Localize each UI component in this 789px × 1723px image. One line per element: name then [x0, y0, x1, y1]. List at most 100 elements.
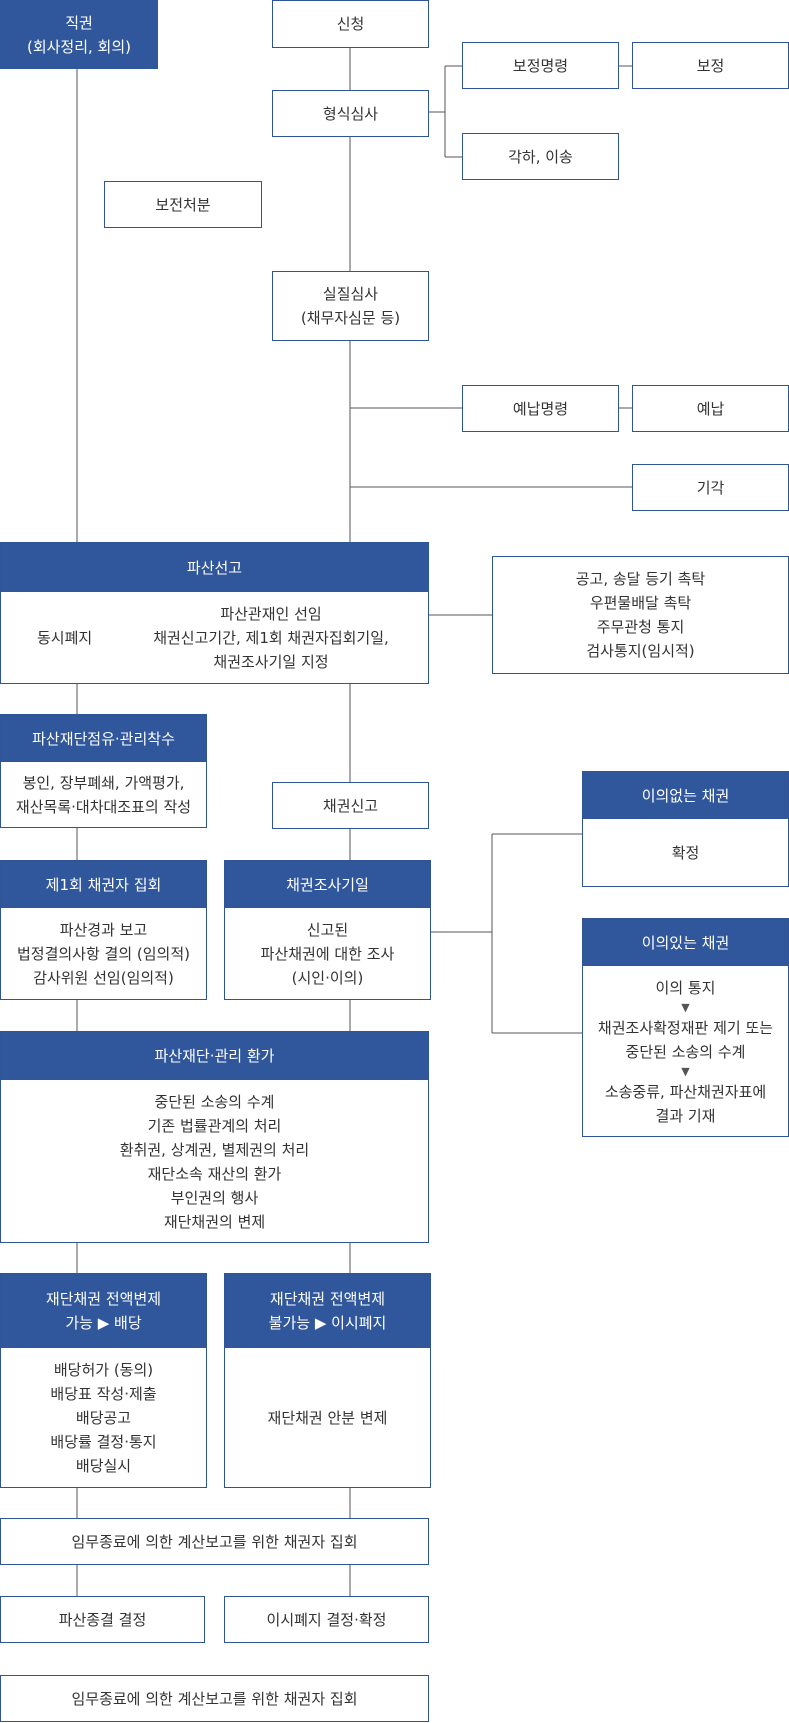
ieui-step-2-line-2: 중단된 소송의 수계: [625, 1042, 746, 1061]
josa-giil-body-1: 신고된: [306, 921, 349, 939]
bojeon-cheobun-box: 보전처분: [104, 181, 262, 228]
josa-giil-body-2: 파산채권에 대한 조사: [260, 945, 395, 963]
pasan-seongo-card: 파산선고 동시폐지 파산관재인 선임 채권신고기간, 제1회 채권자집회기일, …: [0, 542, 429, 684]
yenap-myeongnyeong-box: 예납명령: [462, 385, 619, 432]
gigak-label: 기각: [696, 478, 725, 497]
pasan-jonggyeol-box: 파산종결 결정: [0, 1596, 205, 1643]
pasan-seongo-right: 파산관재인 선임 채권신고기간, 제1회 채권자집회기일, 채권조사기일 지정: [121, 598, 421, 678]
baedang-title-2: 가능 ▶ 배당: [65, 1314, 142, 1332]
baedang-body-5: 배당실시: [75, 1457, 132, 1475]
josa-giil-body: 신고된 파산채권에 대한 조사 (시인·이의): [225, 908, 430, 1000]
pasan-seongo-right-3: 채권조사기일 지정: [213, 653, 329, 671]
hwanga-body-3: 환취권, 상계권, 별제권의 처리: [119, 1140, 310, 1159]
bojeong-label: 보정: [696, 56, 725, 75]
ieui-inneun-body: 이의 통지 ▼ 채권조사확정재판 제기 또는 중단된 소송의 수계 ▼ 소송중류…: [583, 966, 788, 1137]
jiphoe1-title: 제1회 채권자 집회: [1, 861, 206, 908]
isi-pyeji-title: 재단채권 전액변제 불가능 ▶ 이시폐지: [225, 1274, 430, 1348]
baedang-title: 재단채권 전액변제 가능 ▶ 배당: [1, 1274, 206, 1348]
hwanga-card: 파산재단·관리 환가 중단된 소송의 수계 기존 법률관계의 처리 환취권, 상…: [0, 1031, 429, 1243]
ieui-step-2-line-1: 채권조사확정재판 제기 또는: [597, 1018, 774, 1037]
baedang-body-1: 배당허가 (동의): [53, 1361, 154, 1379]
jikgwon-line-1: 직권: [65, 13, 93, 32]
yenap-box: 예납: [632, 385, 789, 432]
josa-giil-body-3: (시인·이의): [291, 969, 364, 987]
jiphoe1-body: 파산경과 보고 법정결의사항 결의 (임의적) 감사위원 선임(임의적): [1, 908, 206, 1000]
isi-pyeji-gyeoljeong-box: 이시폐지 결정·확정: [224, 1596, 429, 1643]
josa-giil-card: 채권조사기일 신고된 파산채권에 대한 조사 (시인·이의): [224, 860, 431, 1000]
bojeong-box: 보정: [632, 42, 789, 89]
imu-jiphoe-label: 임무종료에 의한 계산보고를 위한 채권자 집회: [71, 1532, 358, 1551]
jeomyu-body: 봉인, 장부폐쇄, 가액평가, 재산목록·대차대조표의 작성: [1, 762, 206, 828]
chaegwon-singo-box: 채권신고: [272, 782, 429, 829]
jiphoe1-body-3: 감사위원 선임(임의적): [33, 969, 174, 987]
isi-pyeji-card: 재단채권 전액변제 불가능 ▶ 이시폐지 재단채권 안분 변제: [224, 1273, 431, 1488]
gonggo-line-3: 주무관청 통지: [596, 618, 685, 636]
gonggo-line-1: 공고, 송달 등기 촉탁: [575, 570, 706, 588]
imu-jiphoe-final-label: 임무종료에 의한 계산보고를 위한 채권자 집회: [71, 1689, 358, 1708]
gonggo-line-4: 검사통지(임시적): [586, 642, 695, 660]
ieui-eopneun-body: 확정: [671, 844, 700, 862]
ieui-step-1: 이의 통지: [655, 978, 716, 997]
jeomyu-body-2: 재산목록·대차대조표의 작성: [15, 798, 192, 816]
baedang-body-3: 배당공고: [75, 1409, 132, 1427]
pasan-seongo-right-1: 파산관재인 선임: [220, 605, 322, 623]
jeomyu-title: 파산재단점유·관리착수: [1, 715, 206, 762]
yenap-myeongnyeong-label: 예납명령: [512, 399, 569, 418]
chaegwon-singo-label: 채권신고: [322, 796, 379, 815]
gigak-box: 기각: [632, 464, 789, 511]
isi-pyeji-title-2: 불가능 ▶ 이시폐지: [268, 1314, 387, 1332]
hwanga-body-5: 부인권의 행사: [170, 1188, 259, 1207]
isi-pyeji-gyeoljeong-label: 이시폐지 결정·확정: [266, 1610, 387, 1629]
siljil-line-1: 실질심사: [322, 285, 379, 303]
hwanga-title: 파산재단·관리 환가: [1, 1032, 428, 1080]
hwanga-body-1: 중단된 소송의 수계: [154, 1092, 275, 1111]
baedang-body-4: 배당률 결정·통지: [50, 1433, 157, 1451]
hwanga-body-6: 재단채권의 변제: [163, 1212, 266, 1231]
gonggo-box: 공고, 송달 등기 촉탁 우편물배달 촉탁 주무관청 통지 검사통지(임시적): [492, 556, 789, 674]
bojeong-myeongnyeong-box: 보정명령: [462, 42, 619, 89]
sincheong-label: 신청: [336, 15, 365, 33]
hwanga-body-2: 기존 법률관계의 처리: [147, 1116, 282, 1135]
hyeongsik-simsa-label: 형식심사: [322, 104, 379, 123]
baedang-body: 배당허가 (동의) 배당표 작성·제출 배당공고 배당률 결정·통지 배당실시: [1, 1348, 206, 1488]
down-arrow-icon: ▼: [681, 1064, 690, 1078]
jiphoe1-card: 제1회 채권자 집회 파산경과 보고 법정결의사항 결의 (임의적) 감사위원 …: [0, 860, 207, 1000]
ieui-inneun-card: 이의있는 채권 이의 통지 ▼ 채권조사확정재판 제기 또는 중단된 소송의 수…: [582, 918, 789, 1137]
baedang-title-1: 재단채권 전액변제: [45, 1290, 162, 1308]
siljil-simsa-box: 실질심사 (채무자심문 등): [272, 271, 429, 341]
ieui-eopneun-card: 이의없는 채권 확정: [582, 771, 789, 887]
ieui-inneun-title: 이의있는 채권: [583, 919, 788, 966]
baedang-card: 재단채권 전액변제 가능 ▶ 배당 배당허가 (동의) 배당표 작성·제출 배당…: [0, 1273, 207, 1488]
siljil-line-2: (채무자심문 등): [300, 309, 401, 327]
pasan-seongo-left: 동시폐지: [37, 629, 93, 647]
bojeon-cheobun-label: 보전처분: [155, 195, 211, 214]
gakha-box: 각하, 이송: [462, 133, 619, 180]
hwanga-body: 중단된 소송의 수계 기존 법률관계의 처리 환취권, 상계권, 별제권의 처리…: [1, 1080, 428, 1243]
sincheong-box: 신청: [272, 0, 429, 48]
ieui-step-3-line-1: 소송중류, 파산채권자표에: [604, 1082, 767, 1101]
pasan-jonggyeol-label: 파산종결 결정: [58, 1610, 147, 1629]
pasan-seongo-body: 동시폐지 파산관재인 선임 채권신고기간, 제1회 채권자집회기일, 채권조사기…: [1, 592, 428, 684]
baedang-body-2: 배당표 작성·제출: [50, 1385, 157, 1403]
isi-pyeji-title-1: 재단채권 전액변제: [269, 1290, 386, 1308]
jeomyu-card: 파산재단점유·관리착수 봉인, 장부폐쇄, 가액평가, 재산목록·대차대조표의 …: [0, 714, 207, 828]
ieui-step-3-line-2: 결과 기재: [655, 1106, 716, 1125]
down-arrow-icon: ▼: [681, 1000, 690, 1014]
jikgwon-box: 직권 (회사정리, 회의): [0, 0, 158, 69]
jikgwon-line-2: (회사정리, 회의): [26, 37, 132, 56]
hwanga-body-4: 재단소속 재산의 환가: [147, 1164, 282, 1183]
imu-jiphoe-final-box: 임무종료에 의한 계산보고를 위한 채권자 집회: [0, 1675, 429, 1722]
hyeongsik-simsa-box: 형식심사: [272, 90, 429, 137]
josa-giil-title: 채권조사기일: [225, 861, 430, 908]
bojeong-myeongnyeong-label: 보정명령: [512, 56, 569, 75]
ieui-eopneun-title: 이의없는 채권: [583, 772, 788, 819]
jiphoe1-body-1: 파산경과 보고: [59, 921, 148, 939]
pasan-seongo-right-2: 채권신고기간, 제1회 채권자집회기일,: [153, 629, 389, 647]
imu-jiphoe-box: 임무종료에 의한 계산보고를 위한 채권자 집회: [0, 1518, 429, 1565]
yenap-label: 예납: [696, 399, 725, 418]
jiphoe1-body-2: 법정결의사항 결의 (임의적): [16, 945, 191, 963]
gakha-label: 각하, 이송: [508, 147, 573, 166]
pasan-seongo-title: 파산선고: [1, 543, 428, 592]
gonggo-line-2: 우편물배달 촉탁: [589, 594, 692, 612]
